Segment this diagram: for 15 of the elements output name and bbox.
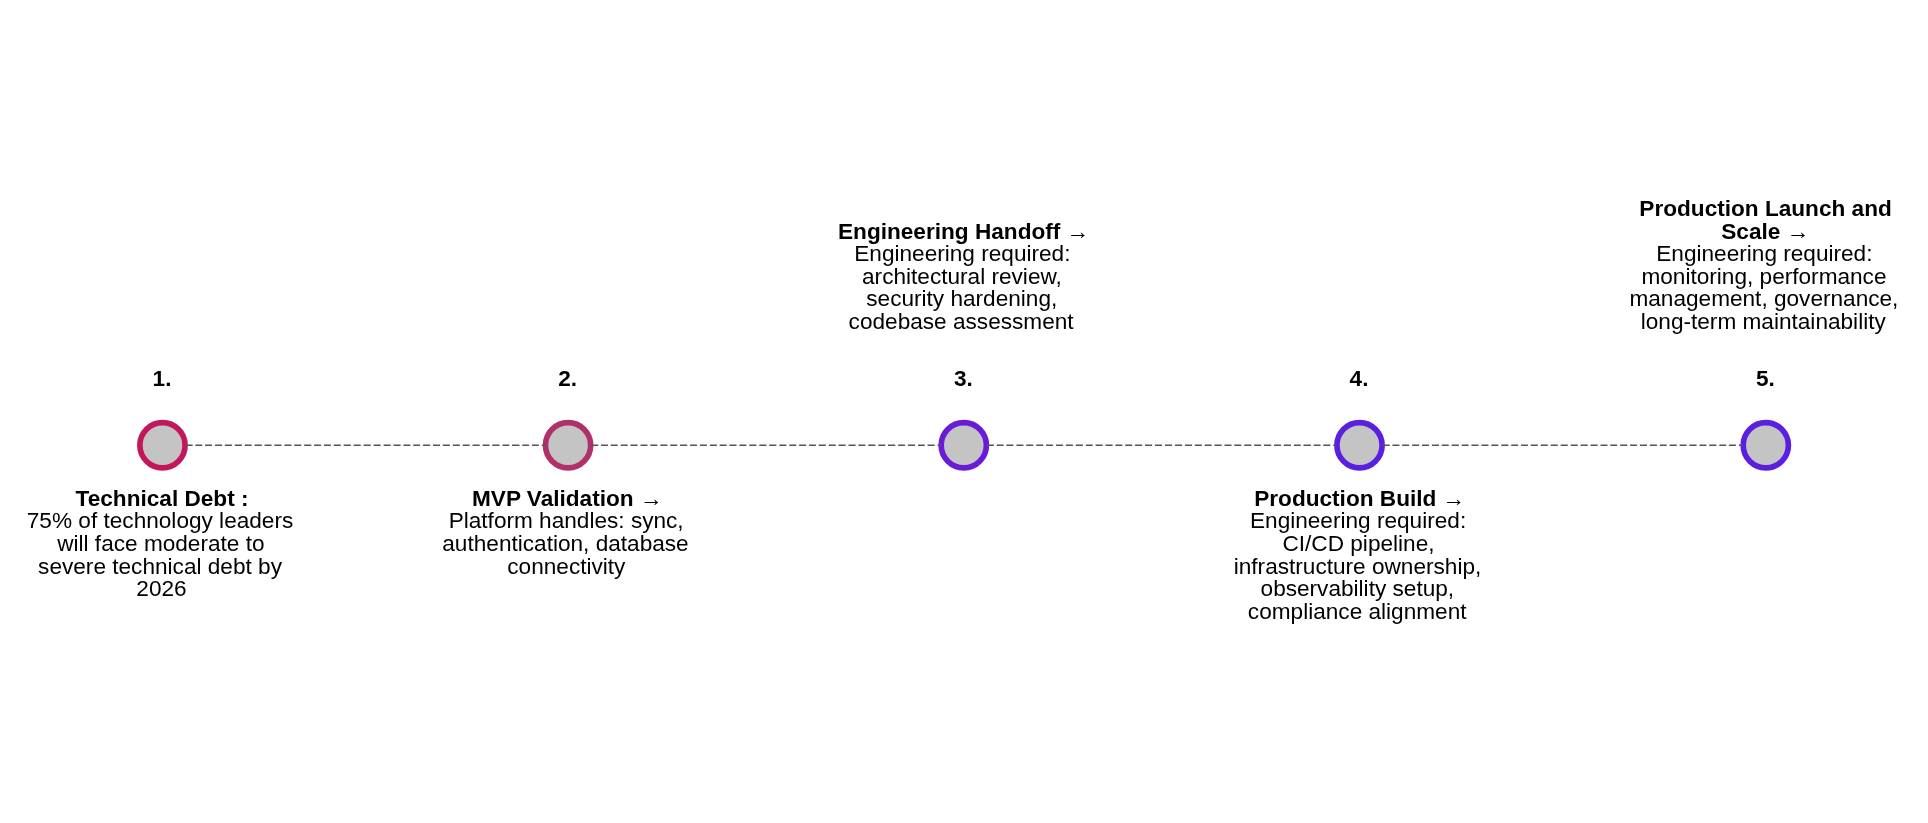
node-label: Engineering Handoff → — [837, 218, 1089, 244]
node-circle — [937, 419, 989, 471]
node-circle — [542, 419, 594, 471]
node-circle — [1333, 419, 1385, 471]
connector — [184, 444, 546, 446]
node-label: 5. — [1755, 365, 1775, 391]
node-label: 3. — [953, 365, 973, 391]
connector — [1381, 444, 1744, 446]
node-label: 4. — [1349, 365, 1368, 391]
node-label: 1. — [152, 365, 171, 391]
connector — [589, 444, 941, 446]
node-circle — [1739, 419, 1791, 471]
connector — [985, 444, 1337, 446]
node-label: 2. — [557, 365, 577, 391]
node-circle — [136, 419, 188, 471]
